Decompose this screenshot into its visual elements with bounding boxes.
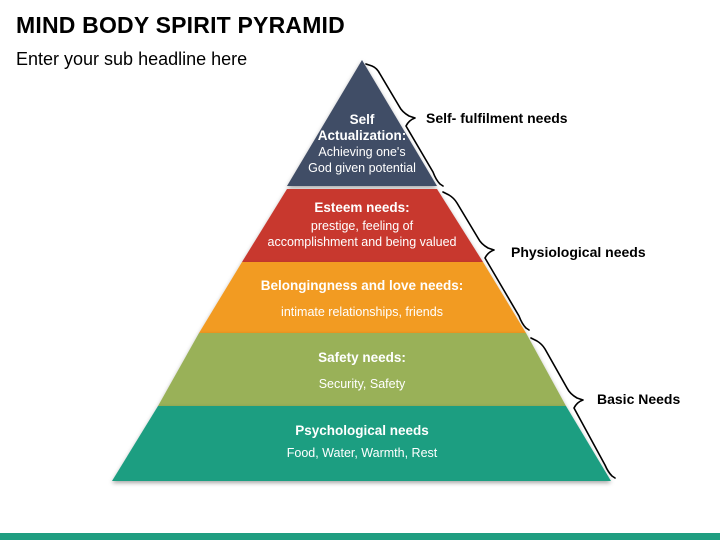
pyramid-level-safety bbox=[158, 333, 566, 406]
bracket-label-physiological: Physiological needs bbox=[511, 244, 646, 260]
page-subtitle: Enter your sub headline here bbox=[16, 49, 248, 69]
level-title: Self bbox=[349, 112, 375, 127]
level-title: Actualization: bbox=[317, 128, 407, 143]
level-text-safety: Safety needs: Security, Safety bbox=[318, 350, 406, 392]
bracket-basic-needs bbox=[530, 337, 616, 479]
bracket-self-fulfilment bbox=[365, 63, 444, 187]
level-description: Security, Safety bbox=[318, 377, 406, 391]
bracket-physiological bbox=[442, 191, 530, 331]
level-text-self-actualization: Self Actualization: Achieving one's God … bbox=[308, 112, 416, 176]
level-description: Food, Water, Warmth, Rest bbox=[286, 446, 438, 460]
bracket-label-basic-needs: Basic Needs bbox=[597, 391, 681, 407]
level-description: Achieving one's bbox=[318, 145, 406, 159]
level-text-psychological: Psychological needs Food, Water, Warmth,… bbox=[287, 423, 438, 461]
footer-bar bbox=[0, 533, 720, 540]
pyramid-level-psychological bbox=[112, 406, 611, 481]
level-title: Belongingness and love needs: bbox=[260, 278, 464, 293]
level-title: Safety needs: bbox=[318, 350, 406, 365]
level-title: Psychological needs bbox=[295, 423, 429, 438]
pyramid-level-esteem bbox=[242, 189, 483, 262]
pyramid-level-self-actualization bbox=[287, 60, 437, 186]
level-title: Esteem needs: bbox=[314, 200, 410, 215]
page-title: MIND BODY SPIRIT PYRAMID bbox=[16, 12, 345, 38]
level-text-belongingness: Belongingness and love needs: intimate r… bbox=[261, 278, 464, 320]
level-description: accomplishment and being valued bbox=[267, 235, 457, 249]
level-text-esteem: Esteem needs: prestige, feeling of accom… bbox=[267, 200, 456, 250]
level-description: prestige, feeling of bbox=[310, 219, 414, 233]
level-description: God given potential bbox=[308, 161, 416, 175]
pyramid-level-belongingness bbox=[199, 262, 526, 333]
bracket-label-self-fulfilment: Self- fulfilment needs bbox=[426, 110, 568, 126]
level-description: intimate relationships, friends bbox=[281, 305, 443, 319]
